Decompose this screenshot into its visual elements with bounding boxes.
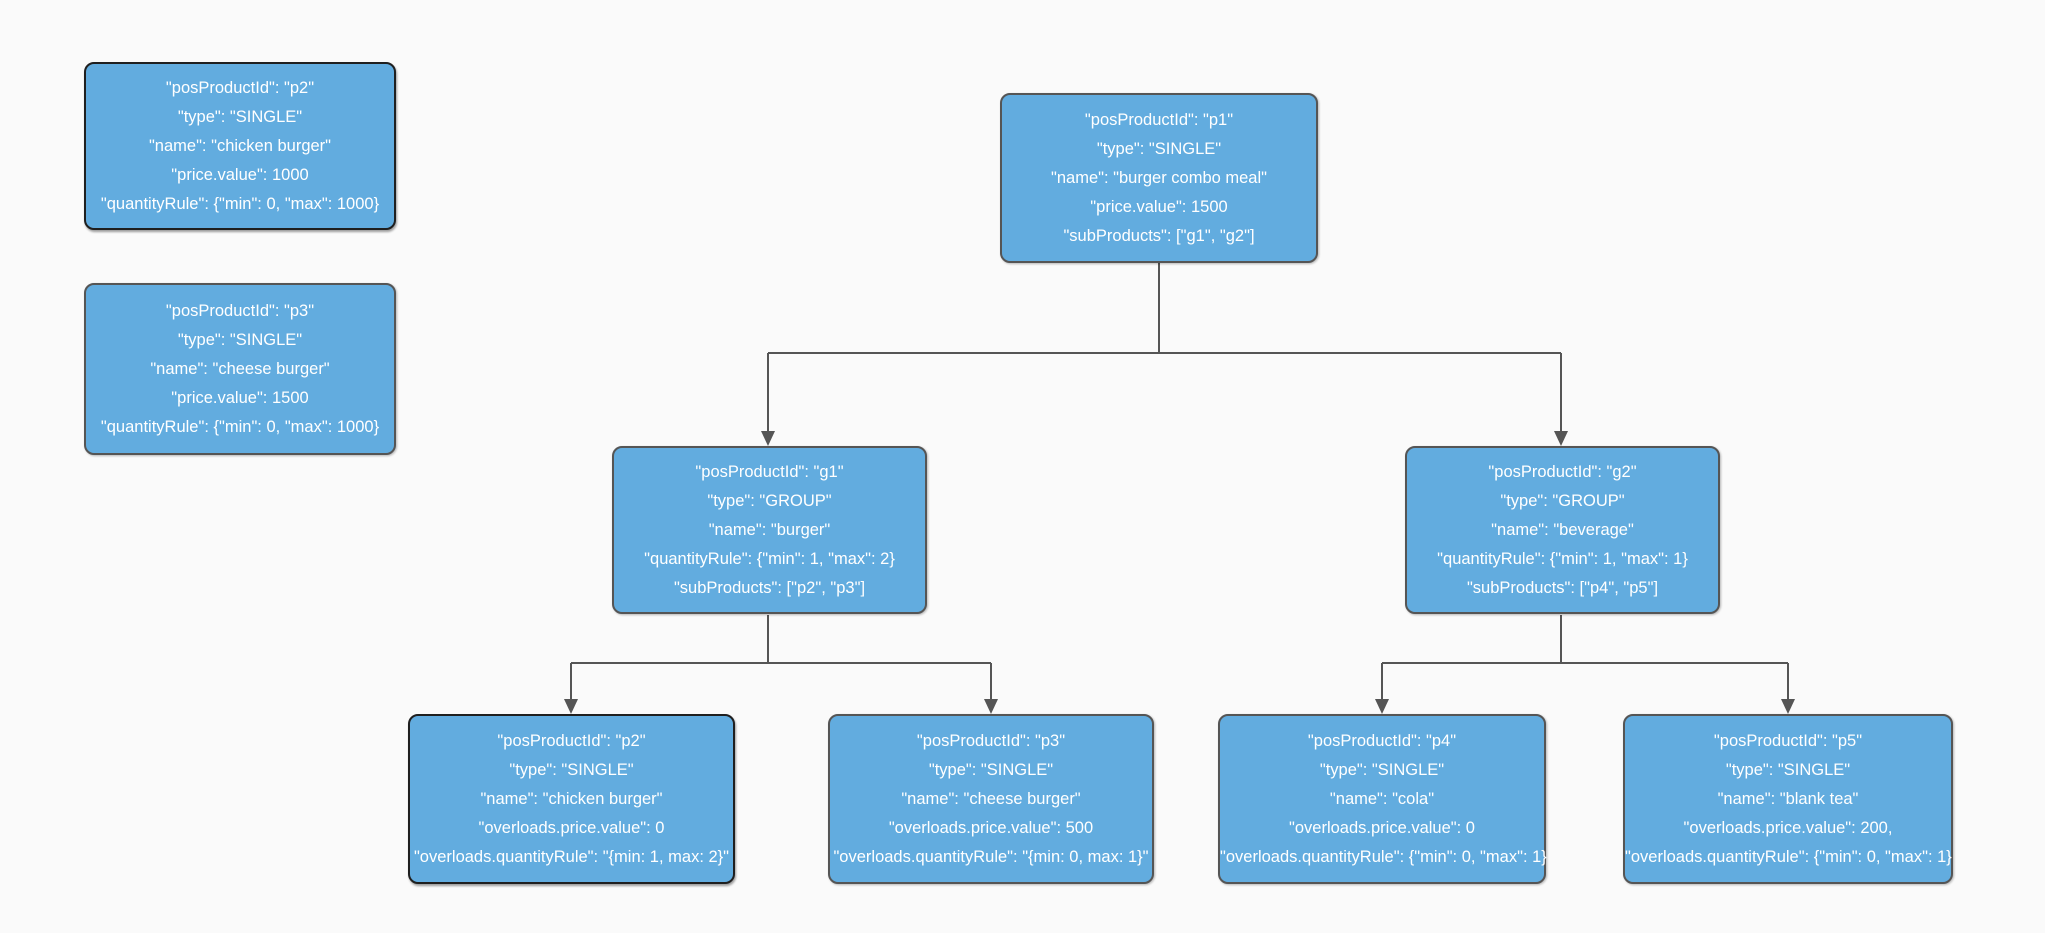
node-field-price: "price.value": 1500: [171, 388, 309, 407]
node-field-posproductid: "posProductId": "g2": [1488, 462, 1637, 481]
node-field-posproductid: "posProductId": "p3": [916, 731, 1066, 750]
node-field-posproductid: "posProductId": "p2": [497, 731, 646, 750]
node-p1[interactable]: "posProductId": "p1" "type": "SINGLE" "n…: [1000, 93, 1318, 263]
arrowhead-child-p5: [1781, 699, 1795, 714]
node-field-name: "name": "beverage": [1491, 520, 1634, 539]
node-field-overloads-price: "overloads.price.value": 200,: [1683, 818, 1893, 837]
node-field-posproductid: "posProductId": "p5": [1713, 731, 1863, 750]
node-field-type: "type": "SINGLE": [1725, 760, 1851, 779]
node-field-name: "name": "cheese burger": [150, 359, 330, 378]
node-field-type: "type": "SINGLE": [928, 760, 1054, 779]
node-standalone-p3[interactable]: "posProductId": "p3" "type": "SINGLE" "n…: [84, 283, 396, 455]
node-field-name: "name": "burger": [708, 520, 831, 539]
node-field-overloads-price: "overloads.price.value": 0: [1289, 818, 1475, 837]
node-field-type: "type": "SINGLE": [509, 760, 634, 779]
node-field-name: "name": "chicken burger": [148, 136, 332, 155]
node-field-overloads-price: "overloads.price.value": 0: [478, 818, 665, 837]
node-field-subproducts: "subProducts": ["p2", "p3"]: [673, 578, 866, 597]
node-field-quantityrule: "quantityRule": {"min": 0, "max": 1000}: [100, 417, 380, 436]
node-field-name: "name": "blank tea": [1717, 789, 1859, 808]
arrowhead-child-p2: [564, 699, 578, 714]
node-g2[interactable]: "posProductId": "g2" "type": "GROUP" "na…: [1405, 446, 1720, 614]
node-field-posproductid: "posProductId": "p3": [165, 301, 315, 320]
node-field-quantityrule: "quantityRule": {"min": 1, "max": 2}: [644, 549, 895, 568]
node-field-name: "name": "cola": [1329, 789, 1435, 808]
node-field-type: "type": "SINGLE": [1096, 139, 1222, 158]
node-field-name: "name": "cheese burger": [901, 789, 1081, 808]
node-child-p2[interactable]: "posProductId": "p2" "type": "SINGLE" "n…: [408, 714, 735, 884]
node-field-overloads-quantityrule: "overloads.quantityRule": "{min: 0, max:…: [833, 847, 1149, 866]
node-field-posproductid: "posProductId": "g1": [695, 462, 844, 481]
node-field-name: "name": "chicken burger": [480, 789, 663, 808]
node-field-type: "type": "SINGLE": [177, 330, 303, 349]
node-standalone-p2[interactable]: "posProductId": "p2" "type": "SINGLE" "n…: [84, 62, 396, 230]
node-field-type: "type": "SINGLE": [177, 107, 303, 126]
edge-p1-children: [767, 263, 1562, 433]
node-field-type: "type": "SINGLE": [1319, 760, 1445, 779]
node-field-type: "type": "GROUP": [1500, 491, 1625, 510]
node-field-overloads-price: "overloads.price.value": 500: [888, 818, 1094, 837]
node-field-name: "name": "burger combo meal": [1050, 168, 1268, 187]
node-field-price: "price.value": 1000: [171, 165, 309, 184]
node-field-overloads-quantityrule: "overloads.quantityRule": "{min: 1, max:…: [413, 847, 730, 866]
node-child-p3[interactable]: "posProductId": "p3" "type": "SINGLE" "n…: [828, 714, 1154, 884]
node-child-p4[interactable]: "posProductId": "p4" "type": "SINGLE" "n…: [1218, 714, 1547, 884]
node-field-price: "price.value": 1500: [1090, 197, 1228, 216]
node-field-quantityrule: "quantityRule": {"min": 0, "max": 1000}: [100, 194, 380, 213]
edge-g1-children: [570, 615, 992, 701]
edge-g2-children: [1381, 615, 1789, 701]
node-field-subproducts: "subProducts": ["p4", "p5"]: [1466, 578, 1659, 597]
node-field-subproducts: "subProducts": ["g1", "g2"]: [1063, 226, 1255, 245]
node-child-p5[interactable]: "posProductId": "p5" "type": "SINGLE" "n…: [1623, 714, 1953, 884]
node-field-overloads-quantityrule: "overloads.quantityRule": {"min": 0, "ma…: [1220, 847, 1547, 866]
node-field-overloads-quantityrule: "overloads.quantityRule": {"min": 0, "ma…: [1625, 847, 1952, 866]
arrowhead-g2: [1554, 431, 1568, 446]
node-field-quantityrule: "quantityRule": {"min": 1, "max": 1}: [1437, 549, 1688, 568]
node-field-posproductid: "posProductId": "p2": [165, 78, 315, 97]
node-g1[interactable]: "posProductId": "g1" "type": "GROUP" "na…: [612, 446, 927, 614]
node-field-posproductid: "posProductId": "p4": [1307, 731, 1457, 750]
node-field-posproductid: "posProductId": "p1": [1084, 110, 1234, 129]
node-field-type: "type": "GROUP": [707, 491, 832, 510]
arrowhead-g1: [761, 431, 775, 446]
arrowhead-child-p3: [984, 699, 998, 714]
arrowhead-child-p4: [1375, 699, 1389, 714]
